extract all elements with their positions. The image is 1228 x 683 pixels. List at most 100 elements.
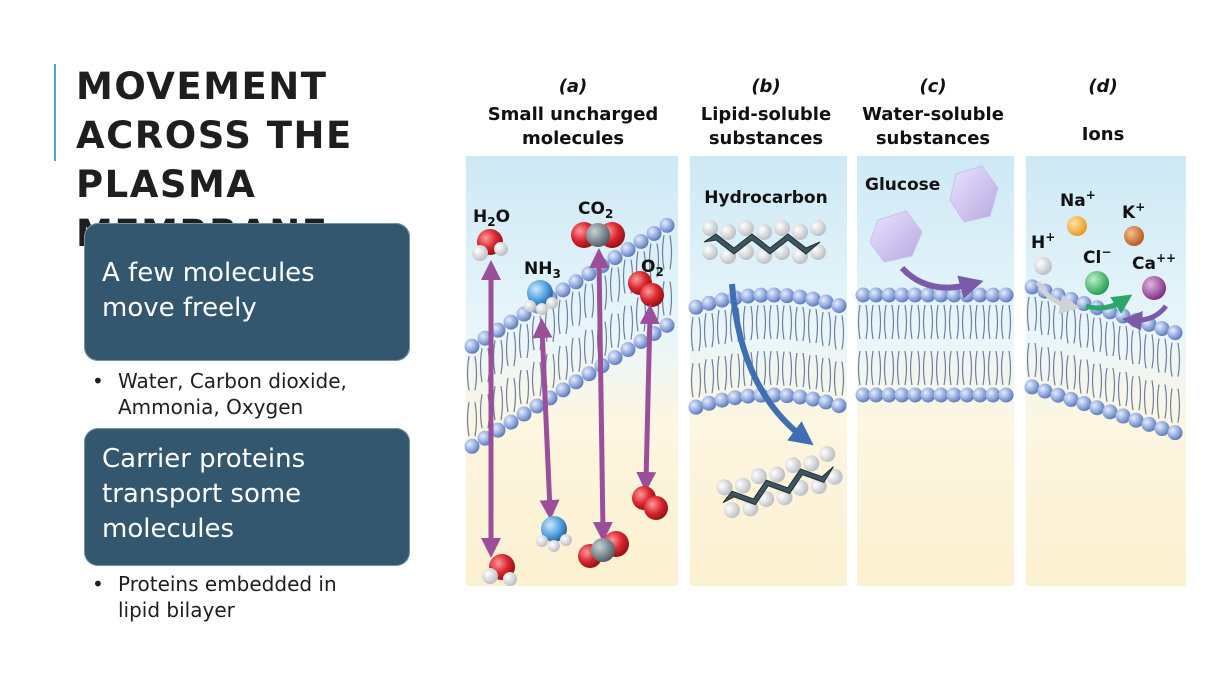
h-ion-blocked-arrow — [1035, 280, 1080, 315]
lipid-head — [920, 287, 936, 303]
lipid-tail — [922, 350, 934, 386]
hydrogen-atom — [723, 502, 740, 519]
panel-d-molecules: Na+ K+ H+ Cl− Ca++ — [1031, 188, 1176, 331]
proteins-line2: lipid bilayer — [118, 598, 235, 622]
lipid-tail — [1104, 321, 1116, 356]
lipid-tail — [1078, 313, 1090, 348]
panel-a-title-line1: Small uncharged — [488, 104, 659, 125]
lipid-tail — [1169, 342, 1181, 377]
panel-c-label: (c) — [919, 76, 946, 97]
carrier-proteins-line1: Carrier proteins — [102, 444, 306, 474]
lipid-head — [555, 282, 571, 298]
free-molecules-line2: Ammonia, Oxygen — [118, 395, 304, 419]
lipid-tail — [661, 235, 673, 270]
panel-b-label: (b) — [751, 76, 780, 97]
lipid-head — [1063, 391, 1079, 407]
k-ion-label: K+ — [1122, 200, 1145, 223]
panel-b-title-line2: substances — [709, 128, 823, 149]
lipid-tail — [1065, 355, 1077, 390]
lipid-tail — [935, 350, 947, 386]
glucose-molecule-icon — [949, 165, 999, 223]
hydrogen-atom — [738, 220, 754, 236]
lipid-tail — [820, 357, 832, 393]
h2o-label: H2O — [473, 207, 510, 229]
lipid-head — [503, 314, 519, 330]
lipid-tail — [518, 323, 530, 359]
free-movement-box: A few molecules move freely — [84, 223, 410, 361]
hydrogen-atom — [720, 224, 736, 240]
lipid-tail — [1039, 346, 1051, 382]
lipid-tail — [716, 310, 728, 345]
lipid-head — [868, 387, 884, 403]
lipid-head — [855, 387, 871, 403]
panel-a-title-line2: molecules — [522, 128, 624, 149]
lipid-tail — [1104, 367, 1116, 402]
lipid-tail — [857, 350, 869, 386]
lipid-head — [516, 406, 532, 422]
lipid-head — [1076, 396, 1092, 412]
glucose-label: Glucose — [865, 175, 940, 195]
lipid-head — [740, 288, 756, 304]
lipid-tail — [781, 305, 793, 340]
carbon-dioxide-molecule-bottom-icon — [578, 531, 629, 568]
lipid-head — [464, 438, 480, 454]
hydrogen-atom — [734, 477, 751, 494]
lipid-head — [868, 287, 884, 303]
hydrocarbon-molecule-bottom-icon — [716, 445, 843, 519]
lipid-head — [985, 287, 1001, 303]
lipid-head — [946, 387, 962, 403]
na-ion-label: Na+ — [1060, 188, 1096, 211]
lipid-tail — [1117, 371, 1129, 407]
lipid-tail — [781, 351, 793, 386]
lipid-tail — [909, 304, 921, 340]
lipid-head — [766, 287, 782, 303]
hydrocarbon-diffusion-arrow — [729, 283, 814, 446]
lipid-head — [1167, 425, 1183, 441]
lipid-head — [972, 287, 988, 303]
hydrogen-atom — [819, 445, 836, 462]
lipid-tail — [1091, 363, 1103, 398]
hydrogen-atom — [750, 468, 767, 485]
lipid-tail — [1143, 334, 1155, 369]
lipid-head — [831, 398, 847, 414]
lipid-tail — [1143, 380, 1155, 415]
lipid-tail — [857, 304, 869, 340]
water-molecule-bottom-icon — [482, 554, 517, 586]
ca-ion-label: Ca++ — [1132, 251, 1176, 274]
lipid-head — [818, 294, 834, 310]
lipid-head — [779, 288, 795, 304]
lipid-tail — [768, 304, 780, 340]
lipid-head — [907, 287, 923, 303]
lipid-head — [607, 250, 623, 266]
lipid-head — [633, 334, 649, 349]
lipid-tail — [768, 350, 780, 386]
lipid-head — [1141, 416, 1157, 432]
lipid-head — [1050, 387, 1066, 403]
lipid-head — [818, 394, 834, 410]
lipid-tail — [883, 350, 895, 386]
lipid-head — [894, 287, 910, 303]
hydrogen-atom — [702, 244, 718, 260]
lipid-tail — [690, 363, 702, 398]
lipid-tail — [948, 350, 960, 386]
lipid-tail — [1078, 359, 1090, 394]
lipid-head — [1089, 400, 1105, 416]
lipid-tail — [987, 350, 999, 386]
lipid-tail — [794, 306, 806, 342]
lipid-head — [727, 390, 743, 406]
lipid-tail — [505, 331, 517, 367]
lipid-head — [1154, 321, 1170, 337]
lipid-head — [714, 392, 730, 408]
lipid-head — [714, 292, 730, 308]
lipid-tail — [1052, 351, 1064, 386]
carbon-backbone — [722, 466, 834, 506]
lipid-head — [1024, 379, 1040, 395]
hydrocarbon-molecule-icon — [702, 220, 826, 264]
o2-label: O2 — [641, 257, 664, 279]
ammonia-molecule-bottom-icon — [536, 516, 572, 552]
ammonia-transport-arrow — [532, 318, 560, 520]
co2-transport-arrow — [589, 248, 613, 542]
ca-ion-blocked-arrow — [1122, 304, 1168, 331]
lipid-tail — [896, 304, 908, 340]
lipid-tail — [820, 311, 832, 347]
